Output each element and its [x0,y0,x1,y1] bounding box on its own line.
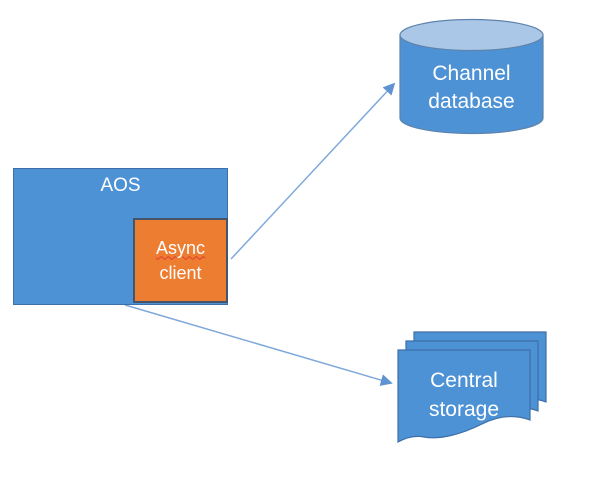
async-client-box: Async client [133,218,228,303]
aos-label: AOS [100,175,141,196]
async-client-label-line2: client [159,262,202,283]
async-client-label-line1: Async [155,237,206,258]
arrow-async-client-to-channel-database [230,82,396,260]
cylinder-top [399,18,544,52]
cylinder-body [399,34,544,135]
arrow-aos-to-central-storage [124,304,393,386]
channel-database-cylinder [399,18,544,135]
document-front [397,349,531,444]
central-storage-documents [397,331,547,444]
